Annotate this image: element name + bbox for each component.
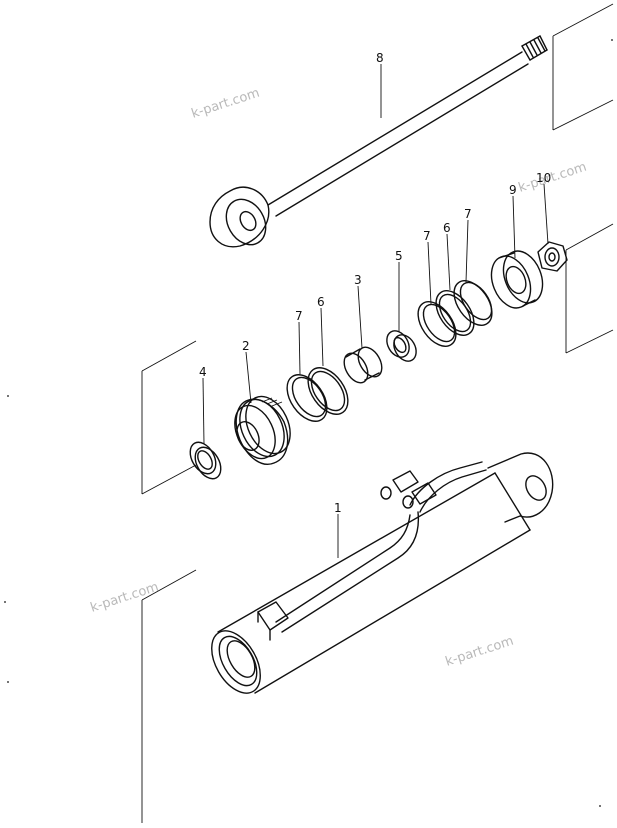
callout-o-ring-left: 6 xyxy=(317,295,325,309)
bushing xyxy=(343,346,383,384)
callout-bushing: 3 xyxy=(354,273,362,287)
backup-ring-left xyxy=(286,374,328,422)
dust-seal xyxy=(189,441,222,480)
o-ring-right xyxy=(435,290,475,336)
watermark-text: k-part.com xyxy=(444,634,516,670)
piston-rod xyxy=(209,35,548,248)
piston xyxy=(490,250,544,309)
callout-piston-rod: 8 xyxy=(376,51,384,65)
o-ring-left xyxy=(307,367,349,415)
callout-backup-ring-left: 7 xyxy=(295,309,303,323)
cylinder-head xyxy=(234,395,291,465)
callout-cylinder-tube: 1 xyxy=(334,501,342,515)
callout-dust-seal: 4 xyxy=(199,365,207,379)
frame-brackets xyxy=(141,3,614,823)
callouts: 8 10 9 7 6 7 5 3 6 7 2 4 1 xyxy=(199,51,551,515)
watermark-text: k-part.com xyxy=(517,160,589,196)
seal-ring-right xyxy=(417,301,457,347)
callout-piston: 9 xyxy=(509,183,517,197)
cylinder-tube xyxy=(211,452,554,694)
bushing-small xyxy=(386,330,417,362)
callout-o-ring-right: 6 xyxy=(443,221,451,235)
callout-nut: 10 xyxy=(536,171,551,185)
nut xyxy=(537,241,568,272)
callout-backup-ring-right: 7 xyxy=(423,229,431,243)
callout-seal-ring-right: 7 xyxy=(464,207,472,221)
watermark-text: k-part.com xyxy=(89,580,161,616)
scan-specks xyxy=(4,39,613,807)
callout-cylinder-head: 2 xyxy=(242,339,250,353)
callout-bushing-small: 5 xyxy=(395,249,403,263)
watermark-text: k-part.com xyxy=(190,86,262,122)
leader-lines xyxy=(202,64,549,558)
